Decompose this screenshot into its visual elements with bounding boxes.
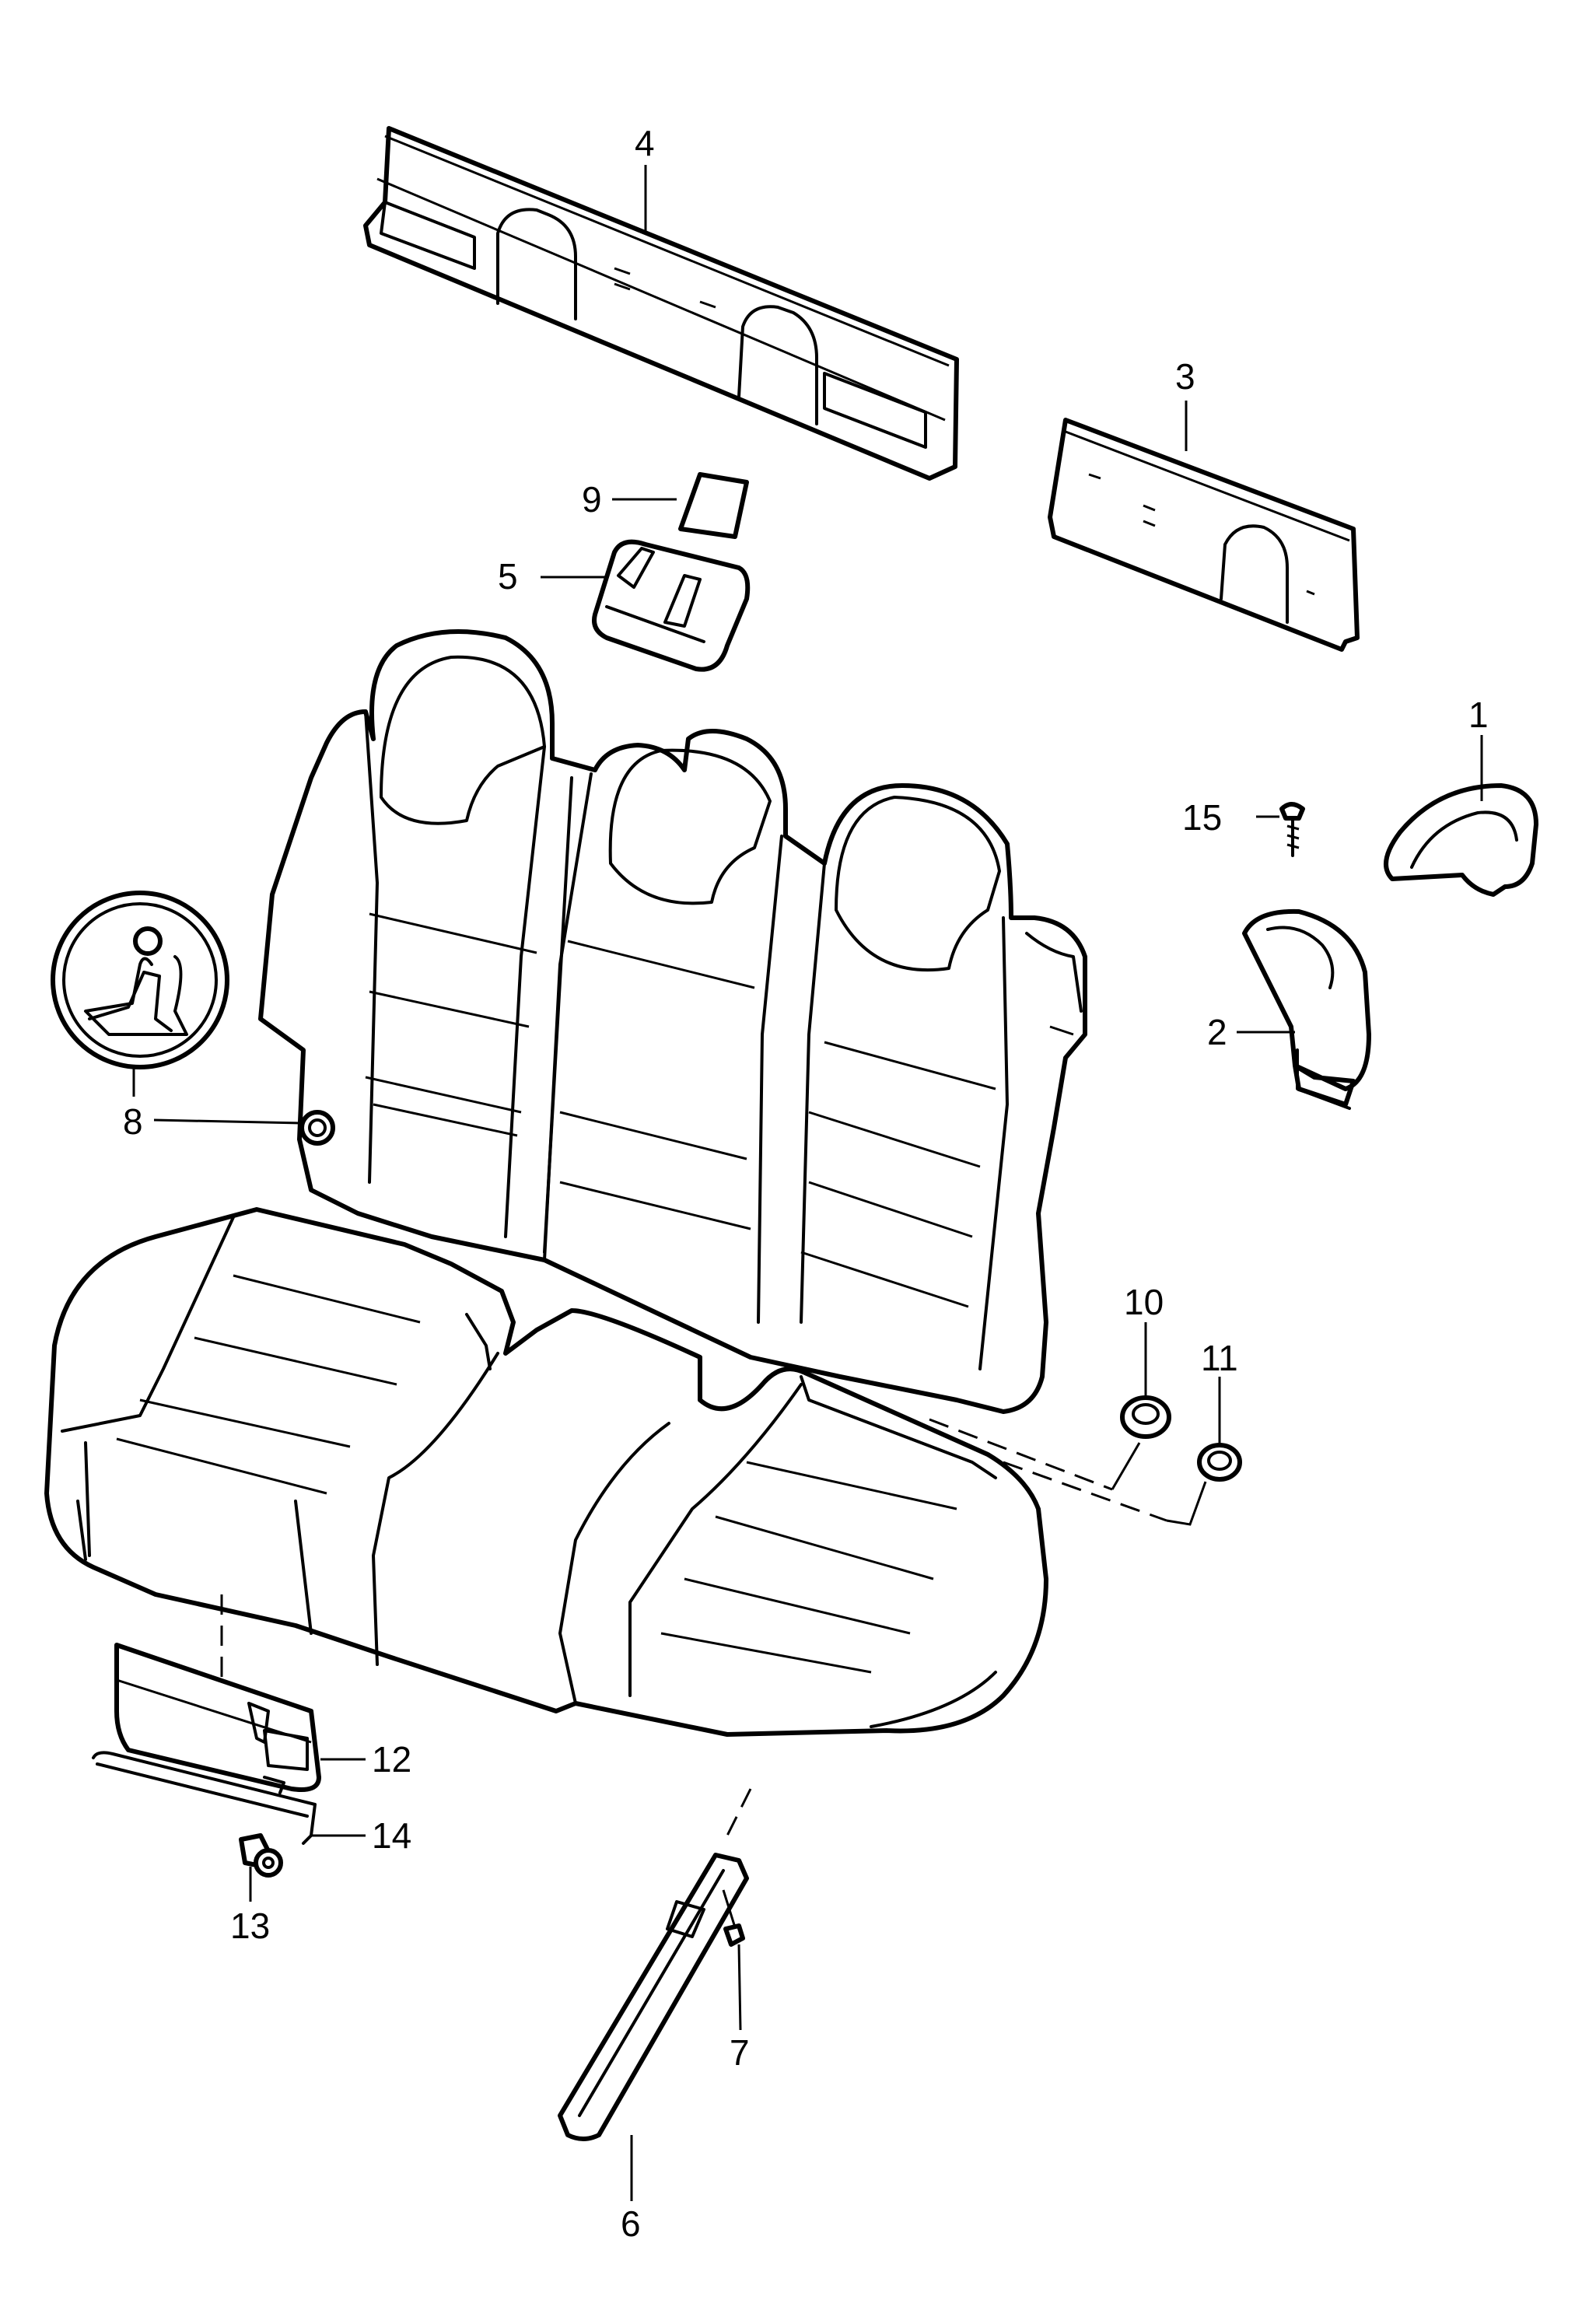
callout-10: 10 [1124,1282,1164,1322]
callout-4: 4 [635,123,655,163]
callout-2: 2 [1207,1012,1227,1052]
callout-3: 3 [1175,356,1195,397]
clip-part-13 [239,1833,283,1878]
badge-on-seat-part-8 [299,1110,335,1146]
rear-panel-short [1048,418,1360,652]
callout-9: 9 [582,479,602,520]
trim-cap-part-1 [1384,783,1538,897]
leader-lines [132,165,1483,2201]
rear-seat-backrest [258,629,1087,1414]
screw-part-15 [1279,802,1305,857]
callout-8: 8 [123,1101,143,1142]
callout-5: 5 [498,556,518,597]
screw-part-7 [722,1889,745,1947]
cover-trim-part-5 [592,539,751,672]
wire-part-14 [92,1751,317,1845]
callout-7: 7 [730,2032,750,2073]
callout-labels: 1 2 3 4 5 6 7 8 9 10 11 12 13 14 15 [123,123,1489,2244]
rear-panel-long [363,126,959,481]
side-bracket-part-2 [1242,908,1371,1110]
callout-14: 14 [372,1815,411,1856]
callout-12: 12 [372,1739,411,1780]
grommet-part-11 [1197,1443,1242,1482]
callout-6: 6 [621,2203,641,2244]
callout-1: 1 [1468,695,1489,735]
grommet-part-10 [1120,1395,1171,1439]
lower-trim-part-12 [114,1594,321,1794]
callout-11: 11 [1201,1338,1238,1378]
callout-15: 15 [1182,797,1222,838]
clip-part-9 [678,472,749,539]
strap-part-6 [558,1788,752,2141]
connector-lines-10-11 [929,1418,1207,1526]
callout-13: 13 [230,1906,270,1946]
rear-seat-cushion [44,1207,1048,1737]
badge-detail-part-8 [51,891,229,1069]
